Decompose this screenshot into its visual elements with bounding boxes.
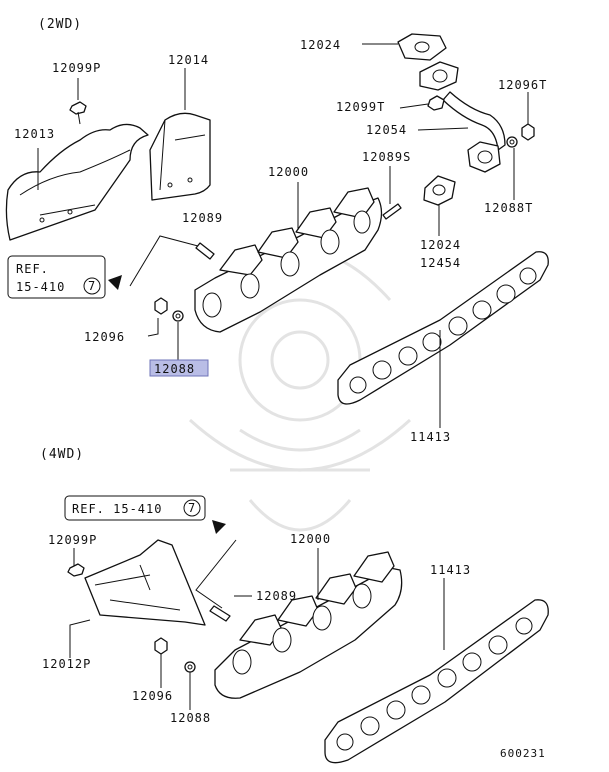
- reference-arrow-top: [108, 275, 122, 290]
- exhaust-manifold-top: [194, 187, 383, 333]
- bolt-12099p-top: [69, 101, 87, 125]
- heat-protector-12012p: [84, 539, 206, 626]
- bolt-12099t: [427, 95, 445, 111]
- nut-12096-top: [154, 297, 168, 315]
- heat-protector-12014: [149, 112, 211, 201]
- part-label-12054[interactable]: 12054: [366, 123, 407, 137]
- part-label-12013[interactable]: 12013: [14, 127, 55, 141]
- bolt-12099p-bottom: [67, 563, 85, 577]
- reference-leader-top: [129, 235, 199, 287]
- section-header-4wd: (4WD): [40, 447, 84, 462]
- part-label-12024-top[interactable]: 12024: [300, 38, 341, 52]
- diagram-code: 600231: [500, 747, 546, 760]
- part-label-12088-bottom[interactable]: 12088: [170, 711, 211, 725]
- part-label-12096t[interactable]: 12096T: [498, 78, 547, 92]
- reference-circle-top: 7: [88, 279, 96, 293]
- part-label-12099t[interactable]: 12099T: [336, 100, 385, 114]
- nut-12096t: [521, 123, 535, 141]
- part-label-12454[interactable]: 12454: [420, 256, 461, 270]
- gasket-12024-mid: [423, 175, 456, 206]
- exhaust-manifold-bottom: [214, 551, 403, 699]
- part-label-12099p-bottom[interactable]: 12099P: [48, 533, 97, 547]
- part-label-12014[interactable]: 12014: [168, 53, 209, 67]
- reference-box-top[interactable]: REF. 15-410 7: [7, 255, 106, 299]
- washer-12088t: [506, 136, 518, 148]
- reference-arrow-bottom: [212, 520, 226, 534]
- part-label-12024-mid[interactable]: 12024: [420, 238, 461, 252]
- reference-page-top: 15-410: [16, 280, 65, 294]
- stud-12089s: [382, 203, 402, 220]
- part-label-11413-bottom[interactable]: 11413: [430, 563, 471, 577]
- highlight-12088: [149, 359, 209, 377]
- reference-text-top: REF.: [16, 262, 49, 276]
- reference-box-bottom[interactable]: REF. 15-410 7: [64, 495, 206, 521]
- part-label-11413-top[interactable]: 11413: [410, 430, 451, 444]
- part-label-12096-bottom[interactable]: 12096: [132, 689, 173, 703]
- heat-protector-12013: [5, 123, 149, 241]
- reference-text-bottom: REF. 15-410: [72, 502, 162, 516]
- gasket-12024-top: [397, 33, 447, 61]
- gasket-11413-top: [337, 251, 549, 405]
- part-label-12089s[interactable]: 12089S: [362, 150, 411, 164]
- gasket-11413-bottom: [324, 599, 549, 764]
- part-label-12088t[interactable]: 12088T: [484, 201, 533, 215]
- washer-12088-top: [172, 310, 184, 322]
- reference-leader-bottom: [195, 539, 237, 609]
- part-label-12089-bottom[interactable]: 12089: [256, 589, 297, 603]
- leader-lines-top: [37, 43, 529, 428]
- part-label-12000-bottom[interactable]: 12000: [290, 532, 331, 546]
- washer-12088-bottom: [184, 661, 196, 673]
- part-label-12088-top[interactable]: 12088: [154, 362, 195, 376]
- egr-pipe-12054: [419, 61, 506, 173]
- part-label-12089-top[interactable]: 12089: [182, 211, 223, 225]
- section-header-2wd: (2WD): [38, 17, 82, 32]
- nut-12096-bottom: [154, 637, 168, 655]
- reference-circle-bottom: 7: [188, 501, 196, 515]
- part-label-12099p-top[interactable]: 12099P: [52, 61, 101, 75]
- leader-lines-bottom: [69, 548, 445, 710]
- part-label-12000-top[interactable]: 12000: [268, 165, 309, 179]
- part-label-12012p[interactable]: 12012P: [42, 657, 91, 671]
- stud-12089-bottom: [209, 605, 231, 622]
- part-label-12096-top[interactable]: 12096: [84, 330, 125, 344]
- stud-12089-top: [195, 242, 215, 260]
